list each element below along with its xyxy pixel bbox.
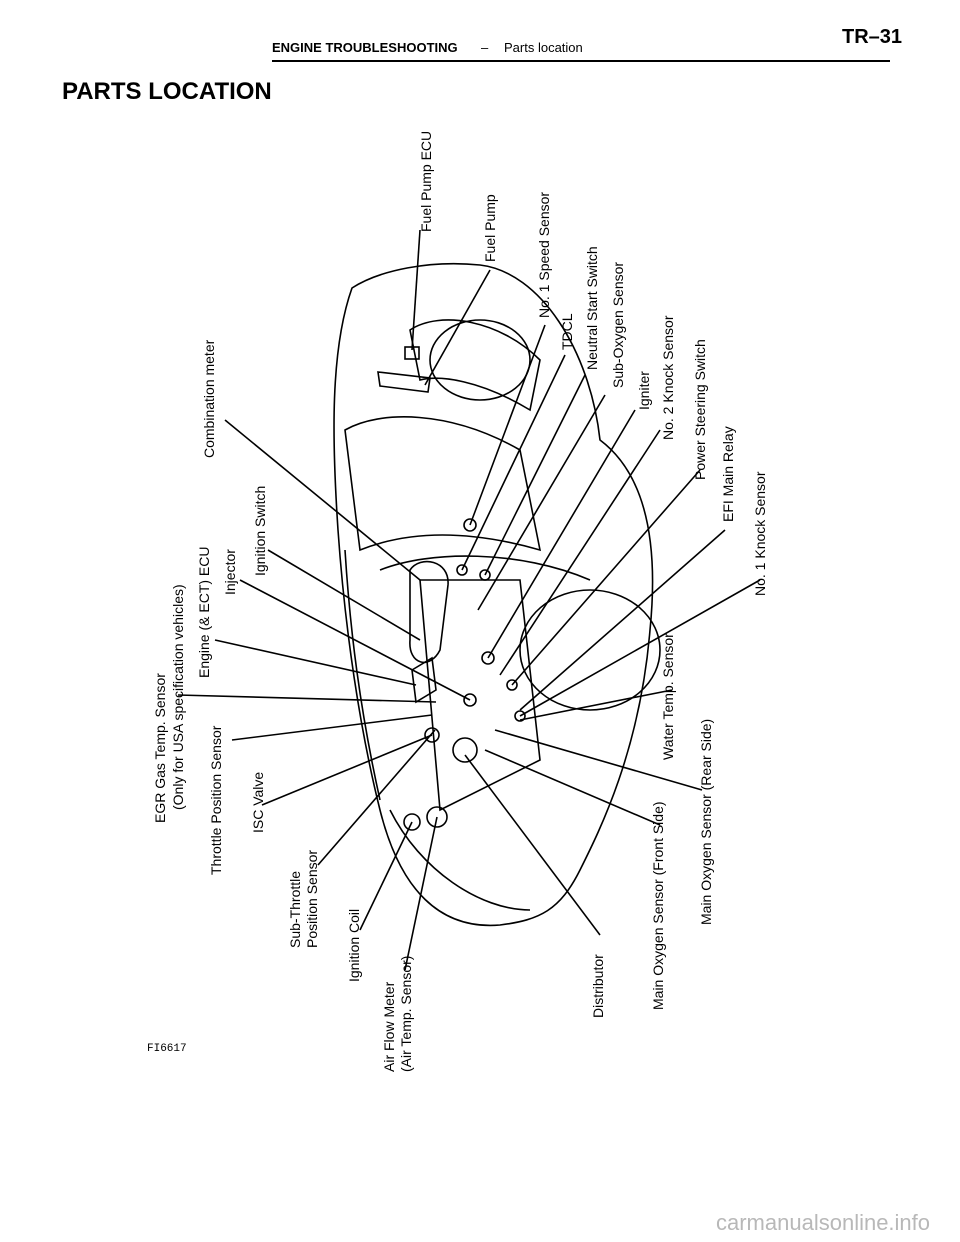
leader-combination-meter [224, 419, 421, 581]
figure-id: FI6617 [147, 1043, 187, 1055]
injector-shape [463, 693, 477, 707]
label-tdcl: TDCL [559, 313, 575, 350]
label-power-steering-switch: Power Steering Switch [692, 339, 708, 480]
page-header: ENGINE TROUBLESHOOTING – Parts location … [0, 0, 960, 62]
label-ignition-switch: Ignition Switch [252, 485, 268, 576]
label-air-temp-sensor: (Air Temp. Sensor) [398, 955, 414, 1072]
label-fuel-pump-ecu: Fuel Pump ECU [418, 130, 434, 232]
label-no1-knock-sensor: No. 1 Knock Sensor [752, 471, 768, 596]
leader-ignition-coil [359, 821, 413, 931]
leader-efi-relay [519, 529, 726, 711]
label-main-oxygen-sensor-rear: Main Oxygen Sensor (Rear Side) [698, 718, 714, 925]
car-illustration [177, 229, 761, 971]
car-body-outline [333, 262, 654, 927]
speed-sensor-shape [463, 518, 477, 532]
label-egr-note: (Only for USA specification vehicles) [170, 584, 186, 810]
front-bumper [389, 809, 531, 911]
header-rule [272, 60, 890, 62]
rear-wheel-arch [429, 319, 531, 401]
header-separator: – [481, 40, 489, 55]
leader-throttle [231, 714, 433, 741]
watermark: carmanualsonline.info [716, 1210, 931, 1235]
leader-water-temp [519, 689, 673, 721]
leader-fuel-pump-ecu [411, 229, 421, 351]
label-efi-main-relay: EFI Main Relay [720, 426, 736, 522]
page-title: PARTS LOCATION [62, 78, 272, 105]
leader-distributor [464, 754, 601, 936]
ignition-coil-shape [403, 813, 421, 831]
label-air-flow-meter: Air Flow Meter [381, 981, 397, 1072]
water-temp-shape [514, 710, 526, 722]
label-no1-speed-sensor: No. 1 Speed Sensor [536, 191, 552, 318]
label-fuel-pump: Fuel Pump [482, 194, 498, 262]
leader-power-steering [511, 469, 701, 686]
label-isc-valve: ISC Valve [250, 771, 266, 833]
leader-egr [177, 694, 437, 703]
leader-fuel-pump [424, 269, 491, 386]
leader-ignition-switch [267, 549, 421, 641]
distributor-shape [452, 737, 478, 763]
isc-valve-shape [424, 727, 440, 743]
rear-window [409, 319, 541, 412]
leader-knock2 [499, 429, 661, 676]
leader-tdcl [461, 354, 566, 571]
engine-ecu-shape [411, 656, 437, 704]
fuel-pump-shape [377, 371, 431, 393]
label-distributor: Distributor [590, 954, 606, 1018]
air-flow-meter-shape [426, 806, 448, 828]
leader-air-flow [404, 816, 438, 971]
leader-igniter [487, 409, 636, 659]
leader-knock1 [519, 579, 761, 717]
leader-speed-sensor [469, 324, 546, 526]
label-neutral-start-switch: Neutral Start Switch [584, 246, 600, 370]
label-sub-throttle-position-sensor: Position Sensor [304, 849, 320, 948]
label-throttle-position-sensor: Throttle Position Sensor [208, 725, 224, 875]
parts-location-figure: EGR Gas Temp. Sensor (Only for USA speci… [0, 110, 960, 1110]
page-number: TR–31 [842, 26, 903, 48]
label-sub-oxygen-sensor: Sub-Oxygen Sensor [610, 261, 626, 388]
label-water-temp-sensor: Water Temp. Sensor [660, 633, 676, 760]
igniter-shape [481, 651, 495, 665]
tdcl-shape [456, 564, 468, 576]
leader-oxygen-rear [494, 729, 703, 791]
leader-isc [261, 734, 433, 806]
front-wheel-arch [519, 589, 661, 711]
leader-sub-oxygen [477, 394, 606, 611]
leader-oxygen-front [484, 749, 661, 826]
leader-sub-throttle [317, 729, 436, 866]
label-egr-gas-temp-sensor: EGR Gas Temp. Sensor [152, 673, 168, 823]
section-title: ENGINE TROUBLESHOOTING [272, 40, 458, 55]
neutral-start-shape [479, 569, 491, 581]
leader-neutral-start [484, 374, 586, 576]
leader-injector [239, 579, 471, 701]
label-sub-throttle: Sub-Throttle [287, 870, 303, 948]
knock-sensor-shape [506, 679, 518, 691]
label-igniter: Igniter [636, 371, 652, 410]
subsection-title: Parts location [504, 40, 583, 55]
leader-engine-ecu [214, 639, 417, 686]
label-combination-meter: Combination meter [201, 339, 217, 458]
windshield [344, 416, 542, 552]
label-injector: Injector [222, 549, 238, 595]
label-main-oxygen-sensor-front: Main Oxygen Sensor (Front Side) [650, 801, 666, 1010]
label-engine-ecu: Engine (& ECT) ECU [196, 546, 212, 678]
combination-meter-shape [409, 560, 449, 664]
label-ignition-coil: Ignition Coil [346, 908, 362, 982]
label-no2-knock-sensor: No. 2 Knock Sensor [660, 315, 676, 440]
